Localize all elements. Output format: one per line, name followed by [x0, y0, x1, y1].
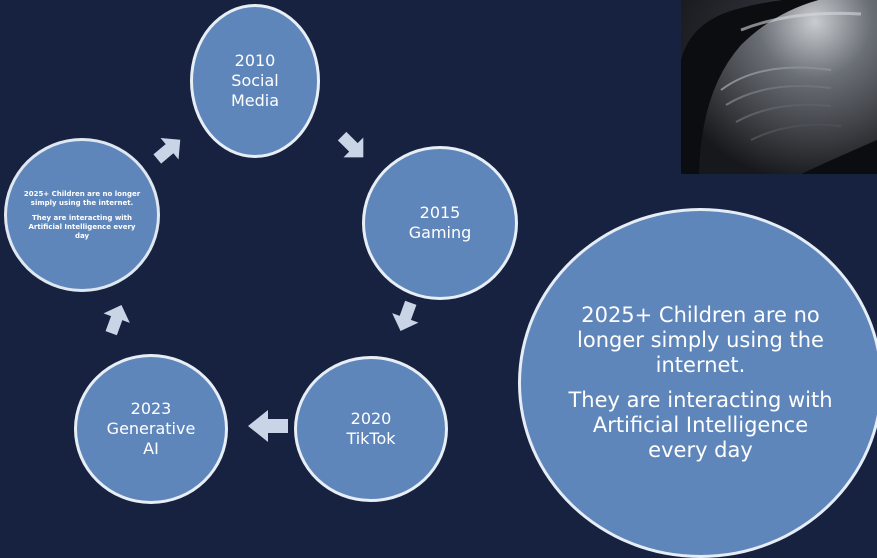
node-2010-line2: Social: [231, 71, 279, 90]
arrow-down-icon: [392, 300, 419, 332]
node-2023-line3: AI: [143, 439, 159, 458]
node-2023-generative-ai: 2023 Generative AI: [74, 354, 228, 504]
callout-paragraph-1: 2025+ Children are no longer simply usin…: [577, 303, 824, 377]
robot-head-icon: [681, 0, 877, 174]
arrow-right-icon: [337, 131, 364, 158]
callout-2025-circle: 2025+ Children are no longer simply usin…: [518, 208, 877, 558]
node-2015-label: Gaming: [408, 223, 472, 242]
callout-paragraph-2: They are interacting with Artificial Int…: [568, 388, 833, 462]
arrow-to-2010: [153, 137, 181, 164]
node-2015-gaming: 2015 Gaming: [362, 146, 518, 300]
arrow-up-icon: [103, 304, 130, 336]
node-2010-social-media: 2010 Social Media: [190, 4, 320, 158]
node-2025-children-ai: 2025+ Children are no longer simply usin…: [4, 138, 160, 292]
arrow-to-2023: [248, 410, 288, 442]
arrow-up-right-icon: [153, 137, 181, 164]
node-2023-line2: Generative: [106, 419, 196, 438]
node-2025-paragraph-2: They are interacting with Artificial Int…: [28, 213, 136, 240]
arrow-to-2025: [103, 304, 130, 336]
node-2010-line3: Media: [230, 91, 280, 110]
node-2020-tiktok: 2020 TikTok: [294, 356, 448, 502]
node-2020-year: 2020: [350, 409, 392, 428]
node-2023-year: 2023: [130, 399, 172, 418]
robot-photo: [681, 0, 877, 174]
node-2010-year: 2010: [234, 51, 276, 70]
arrow-to-2020: [392, 300, 419, 332]
arrow-to-2015: [337, 131, 364, 158]
node-2025-paragraph-1: 2025+ Children are no longer simply usin…: [23, 189, 141, 207]
node-2020-label: TikTok: [346, 429, 396, 448]
node-2015-year: 2015: [419, 203, 461, 222]
arrow-left-icon: [248, 410, 288, 442]
